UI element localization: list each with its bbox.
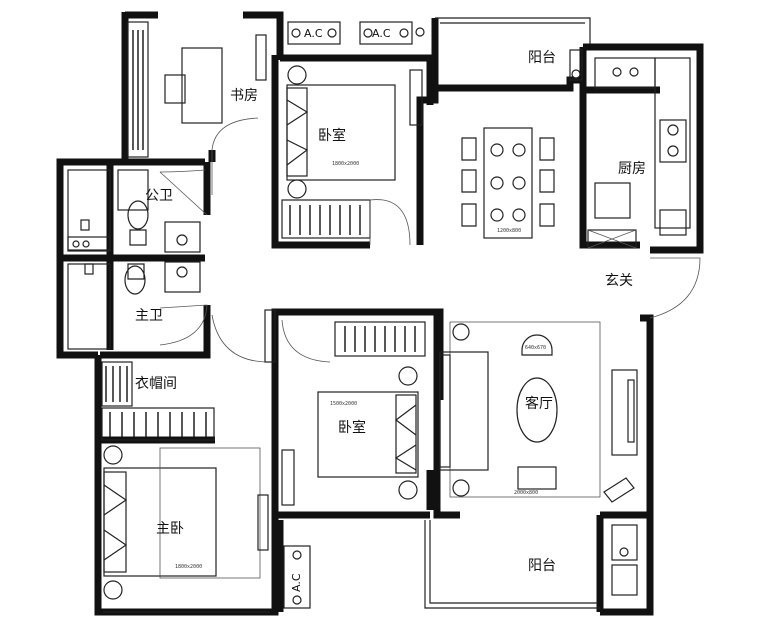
stove (659, 119, 687, 163)
kitchen-sink (594, 57, 656, 89)
ac-unit-bottom: A.C (283, 545, 311, 609)
bottom-balcony: 阳台 (528, 524, 638, 596)
svg-text:1800x2000: 1800x2000 (175, 564, 202, 570)
dining-area: 1200x800 (461, 127, 555, 239)
kitchen: 厨房 (587, 57, 691, 249)
label-living-room: 客厅 (525, 395, 553, 412)
study-bookshelf-hatch (132, 30, 144, 150)
label-bedroom-top: 卧室 (318, 127, 346, 144)
kitchen-counter (654, 57, 691, 229)
label-public-bath: 公卫 (145, 188, 173, 204)
ac-label-1: A.C (304, 27, 323, 40)
basin (164, 261, 201, 293)
bed-top (286, 84, 396, 181)
top-bedroom: 1800x2000 卧室 (281, 65, 423, 246)
label-master-bath: 主卫 (135, 308, 163, 324)
nightstand (287, 179, 307, 199)
svg-text:1500x2000: 1500x2000 (330, 401, 357, 407)
wardrobe-mid (334, 321, 426, 357)
label-cloakroom: 衣帽间 (135, 376, 177, 392)
ac-label-2: A.C (372, 27, 391, 40)
label-master-bedroom: 主卧 (156, 521, 184, 537)
svg-text:640x670: 640x670 (525, 345, 546, 351)
label-kitchen: 厨房 (618, 161, 646, 177)
armchair (521, 334, 553, 356)
study-chair (164, 74, 186, 104)
label-bedroom-mid: 卧室 (338, 419, 366, 436)
master-bathroom: 主卫 (67, 261, 208, 350)
wardrobe-top (281, 199, 371, 239)
svg-text:2000x800: 2000x800 (514, 490, 538, 496)
bed-mid (317, 391, 419, 478)
nightstand (287, 65, 307, 85)
label-balcony-bottom: 阳台 (528, 558, 556, 574)
basin (164, 221, 201, 253)
ac-units-top: A.C A.C (287, 21, 425, 45)
cloakroom: 衣帽间 (101, 361, 215, 441)
master-bedroom: 1800x2000 主卧 (103, 445, 269, 600)
tv-cabinet (611, 369, 638, 456)
study-desk (181, 47, 223, 124)
label-study: 书房 (230, 88, 258, 104)
sofa (439, 351, 489, 471)
svg-text:1800x2000: 1800x2000 (332, 161, 359, 167)
hall-doors (211, 150, 331, 363)
living-room: 640x670 2000x800 客厅 (439, 321, 638, 503)
dining-table (483, 127, 533, 239)
ac-label-3: A.C (290, 573, 303, 592)
dining-chairs (461, 137, 555, 227)
middle-bedroom: 1500x2000 卧室 (281, 321, 426, 506)
coffee-table (516, 377, 558, 443)
entrance: 玄关 (605, 257, 701, 319)
public-bathroom: 公卫 (67, 169, 208, 253)
svg-text:1200x800: 1200x800 (497, 228, 521, 234)
top-balcony: 阳台 (528, 49, 583, 81)
label-balcony-top: 阳台 (528, 50, 556, 66)
label-entrance: 玄关 (605, 272, 633, 289)
study-room: 书房 (127, 21, 267, 158)
